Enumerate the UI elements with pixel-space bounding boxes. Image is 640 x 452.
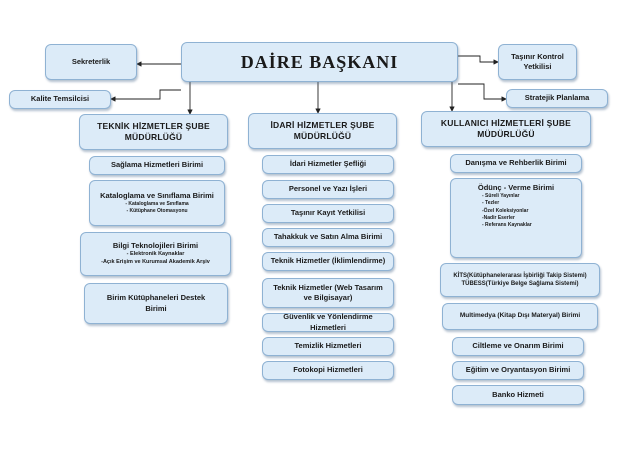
unit-label: Personel ve Yazı İşleri bbox=[288, 184, 368, 194]
stratejik-planlama-box: Stratejik Planlama bbox=[506, 89, 608, 108]
bilgi-teknolojileri-box: Bilgi Teknolojileri Birimi - Elektronik … bbox=[80, 232, 231, 276]
unit-label: Sağlama Hizmetleri Birimi bbox=[110, 160, 204, 170]
tasinir-kayit-box: Taşınır Kayıt Yetkilisi bbox=[262, 204, 394, 223]
tasinir-kontrol-box: Taşınır Kontrol Yetkilisi bbox=[498, 44, 577, 80]
unit-sub: -Açık Erişim ve Kurumsal Akademik Arşiv bbox=[101, 259, 210, 266]
odunc-verme-box: Ödünç - Verme Birimi - Süreli Yayınlar -… bbox=[450, 178, 582, 258]
daire-baskani-label: DAİRE BAŞKANI bbox=[240, 51, 399, 72]
kalite-temsilcisi-label: Kalite Temsilcisi bbox=[30, 94, 90, 104]
unit-sub: - Tezler bbox=[482, 200, 500, 207]
web-tasarim-box: Teknik Hizmetler (Web Tasarım ve Bilgisa… bbox=[262, 278, 394, 308]
stratejik-planlama-label: Stratejik Planlama bbox=[524, 93, 590, 103]
unit-sub: -Özel Koleksiyonlar bbox=[482, 207, 529, 214]
unit-sub: - Referans Kaynaklar bbox=[482, 222, 532, 229]
fotokopi-box: Fotokopi Hizmetleri bbox=[262, 361, 394, 380]
danisma-box: Danışma ve Rehberlik Birimi bbox=[450, 154, 582, 173]
personel-yazi-box: Personel ve Yazı İşleri bbox=[262, 180, 394, 199]
arrow-to-tasinir bbox=[458, 55, 499, 65]
unit-sub: - Elektronik Kaynaklar bbox=[126, 251, 185, 258]
unit-sub: - Süreli Yayınlar bbox=[482, 193, 520, 200]
unit-label: Danışma ve Rehberlik Birimi bbox=[465, 158, 567, 168]
unit-label: Eğitim ve Oryantasyon Birimi bbox=[465, 365, 571, 375]
sekreterlik-box: Sekreterlik bbox=[45, 44, 137, 80]
unit-label: Temizlik Hizmetleri bbox=[294, 341, 362, 351]
multimedya-box: Multimedya (Kitap Dışı Materyal) Birimi bbox=[442, 303, 598, 330]
arrow-to-kalite bbox=[110, 89, 181, 102]
unit-sub: - Kataloglama ve Sınıflama bbox=[125, 200, 189, 207]
unit-label: Teknik Hizmetler (Web Tasarım ve Bilgisa… bbox=[273, 282, 383, 302]
sekreterlik-label: Sekreterlik bbox=[71, 56, 111, 66]
idari-hizmetler-header: İDARİ HİZMETLER ŞUBE MÜDÜRLÜĞÜ bbox=[248, 113, 397, 149]
unit-label: İdari Hizmetler Şefliği bbox=[289, 159, 367, 169]
ciltleme-box: Ciltleme ve Onarım Birimi bbox=[452, 337, 584, 356]
unit-label: Fotokopi Hizmetleri bbox=[293, 365, 363, 375]
unit-label: Bilgi Teknolojileri Birimi bbox=[112, 241, 199, 251]
unit-label: Kataloglama ve Sınıflama Birimi bbox=[100, 190, 214, 200]
kits-tubess-box: KİTS(Kütüphanelerarası İşbirliği Takip S… bbox=[440, 263, 600, 297]
unit-sub: - Kütüphane Otomasyonu bbox=[126, 208, 188, 215]
tasinir-kontrol-label: Taşınır Kontrol Yetkilisi bbox=[511, 51, 564, 71]
kullanici-hizmetleri-title: KULLANICI HİZMETLERİ ŞUBE MÜDÜRLÜĞÜ bbox=[440, 118, 572, 139]
arrow-to-stratejik bbox=[458, 83, 507, 102]
idari-hizmetler-title: İDARİ HİZMETLER ŞUBE MÜDÜRLÜĞÜ bbox=[270, 120, 375, 141]
kataloglama-birimi-box: Kataloglama ve Sınıflama Birimi - Katalo… bbox=[89, 180, 225, 226]
unit-label: Banko Hizmeti bbox=[492, 389, 544, 399]
unit-label: Multimedya (Kitap Dışı Materyal) Birimi bbox=[459, 312, 581, 320]
unit-label-2: TÜBESS(Türkiye Belge Sağlama Sistemi) bbox=[461, 281, 579, 287]
saglama-birimi-box: Sağlama Hizmetleri Birimi bbox=[89, 156, 225, 175]
unit-sub: -Nadir Eserler bbox=[482, 214, 515, 221]
unit-label: Taşınır Kayıt Yetkilisi bbox=[290, 208, 366, 218]
kalite-temsilcisi-box: Kalite Temsilcisi bbox=[9, 90, 111, 109]
daire-baskani-box: DAİRE BAŞKANI bbox=[181, 42, 458, 82]
unit-label: Ciltleme ve Onarım Birimi bbox=[472, 341, 564, 351]
unit-label: Güvenlik ve Yönlendirme Hizmetleri bbox=[283, 312, 373, 332]
guvenlik-box: Güvenlik ve Yönlendirme Hizmetleri bbox=[262, 312, 394, 332]
banko-box: Banko Hizmeti bbox=[452, 385, 584, 405]
unit-label: Teknik Hizmetler (İklimlendirme) bbox=[270, 256, 386, 266]
teknik-hizmetler-title: TEKNİK HİZMETLER ŞUBE MÜDÜRLÜĞÜ bbox=[97, 121, 210, 142]
unit-label: KİTS(Kütüphanelerarası İşbirliği Takip S… bbox=[453, 272, 587, 279]
egitim-box: Eğitim ve Oryantasyon Birimi bbox=[452, 361, 584, 380]
iklimlendirme-box: Teknik Hizmetler (İklimlendirme) bbox=[262, 252, 394, 271]
teknik-hizmetler-header: TEKNİK HİZMETLER ŞUBE MÜDÜRLÜĞÜ bbox=[79, 114, 228, 150]
birim-kutuphaneleri-box: Birim Kütüphaneleri Destek Birimi bbox=[84, 283, 228, 324]
idari-sefligi-box: İdari Hizmetler Şefliği bbox=[262, 155, 394, 174]
kullanici-hizmetleri-header: KULLANICI HİZMETLERİ ŞUBE MÜDÜRLÜĞÜ bbox=[421, 111, 591, 147]
unit-label: Tahakkuk ve Satın Alma Birimi bbox=[273, 232, 383, 242]
tahakkuk-box: Tahakkuk ve Satın Alma Birimi bbox=[262, 228, 394, 247]
unit-label: Birim Kütüphaneleri Destek Birimi bbox=[106, 293, 206, 313]
temizlik-box: Temizlik Hizmetleri bbox=[262, 337, 394, 356]
unit-label: Ödünç - Verme Birimi bbox=[477, 183, 555, 192]
